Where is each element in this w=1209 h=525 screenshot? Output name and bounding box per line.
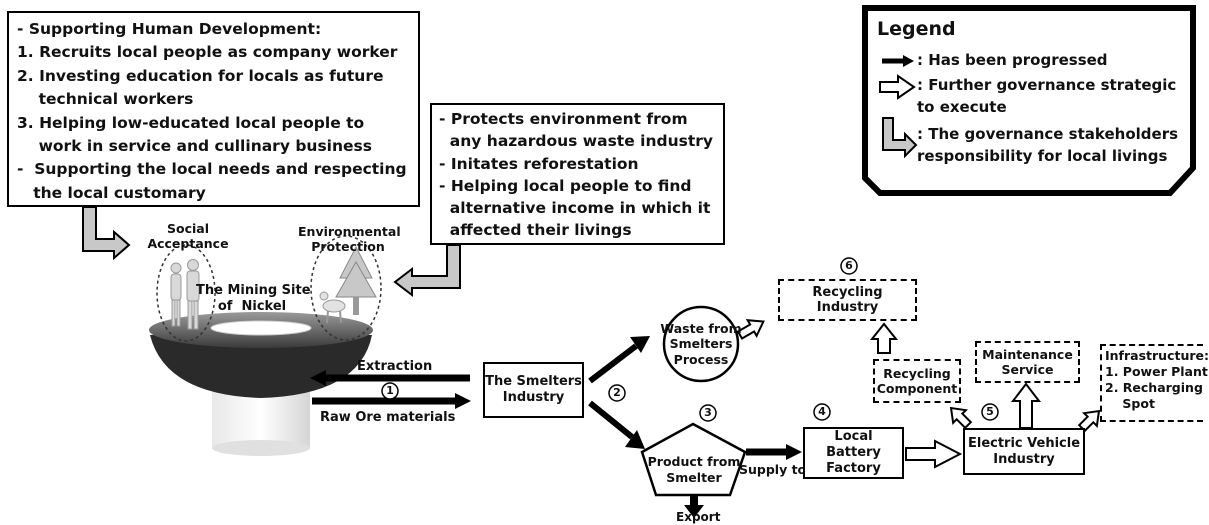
environment-line: - Initates reforestation — [439, 154, 639, 173]
infrastructure-line: 2. Recharging — [1105, 380, 1203, 395]
arrow-product-to-battery — [746, 444, 802, 460]
step-2-number: 2 — [613, 386, 621, 399]
supply-to-label: Supply to — [739, 462, 807, 477]
maintenance-line: Maintenance — [982, 347, 1073, 362]
ev-industry-node: Electric Vehicle Industry — [963, 428, 1085, 475]
battery-line: Factory — [826, 461, 881, 476]
environmental-label-line: Environmental — [298, 224, 401, 239]
battery-line: Local Battery — [826, 429, 881, 460]
waste-circle — [662, 305, 740, 383]
waste-line: Process — [673, 351, 729, 367]
environment-box: - Protects environment from any hazardou… — [430, 103, 725, 245]
arrow-ev-to-maintenance — [1010, 382, 1042, 429]
human-dev-line: the local customary — [17, 183, 206, 202]
bent-arrow-environment — [393, 244, 461, 298]
smelters-industry-node: The Smelters Industry — [483, 362, 584, 418]
arrow-waste-to-recycling — [736, 319, 765, 340]
human-development-box: - Supporting Human Development: 1. Recru… — [7, 11, 420, 207]
arrow-ev-to-recycling-component — [949, 406, 973, 430]
arrow-ev-to-infrastructure — [1077, 409, 1101, 433]
product-line: Product from — [647, 454, 741, 469]
product-pentagon — [640, 422, 747, 497]
export-label: Export — [676, 510, 721, 524]
legend-item-further: : Further governance strategic — [917, 76, 1177, 94]
recycling-component-line: Component — [876, 381, 958, 396]
maintenance-service-node: Maintenance Service — [975, 341, 1080, 383]
mining-site-label: The Mining Site of Nickel — [196, 283, 311, 315]
recycling-component-line: Recycling — [883, 366, 951, 381]
ev-line: Industry — [993, 451, 1055, 467]
human-dev-line: - Supporting the local needs and respect… — [17, 160, 407, 179]
human-dev-line: work in service and cullinary business — [17, 137, 372, 156]
social-label-line: Social — [166, 221, 209, 236]
legend-hollow-arrow-icon — [879, 74, 916, 100]
arrow-smelters-to-product — [588, 400, 645, 449]
human-dev-line: 3. Helping low-educated local people to — [17, 113, 365, 132]
maintenance-line: Service — [1001, 362, 1054, 377]
human-dev-line: 1. Recruits local people as company work… — [17, 43, 398, 62]
step-6-circle — [840, 257, 858, 275]
environment-line: affected their livings — [439, 221, 632, 240]
step-5-circle — [981, 403, 999, 421]
arrow-battery-to-ev — [905, 439, 963, 469]
environmental-label-line: Protection — [311, 239, 385, 254]
mining-site-illustration — [149, 235, 382, 456]
legend-frame — [862, 5, 1196, 196]
mining-site-line: of Nickel — [217, 299, 287, 314]
social-acceptance-label: Social Acceptance — [146, 221, 230, 251]
bent-arrow-social — [82, 206, 131, 261]
waste-line: Waste from — [660, 320, 742, 336]
environmental-protection-label: Environmental Protection — [298, 224, 401, 254]
step-4-circle — [813, 403, 831, 421]
legend-item-progressed: : Has been progressed — [917, 51, 1108, 69]
environment-line: - Helping local people to find — [439, 176, 692, 195]
smelters-line: Industry — [502, 390, 565, 405]
human-dev-line: - Supporting Human Development: — [17, 20, 322, 38]
recycling-industry-node: Recycling Industry — [778, 279, 917, 321]
step-4-number: 4 — [818, 405, 826, 418]
raw-ore-label: Raw Ore materials — [320, 410, 456, 425]
arrow-component-to-recycling-industry — [869, 322, 899, 354]
waste-line: Smelters — [669, 336, 733, 352]
raw-ore-arrow — [312, 393, 471, 409]
human-dev-line: 2. Investing education for locals as fut… — [17, 66, 384, 85]
infrastructure-node: Infrastructure: 1. Power Plant 2. Rechar… — [1100, 344, 1209, 422]
product-line: Smelter — [666, 470, 722, 485]
legend-item-further-cont: to execute — [917, 98, 1007, 116]
environment-line: - Protects environment from — [439, 110, 688, 128]
step-1-circle — [381, 382, 399, 400]
human-dev-line: technical workers — [17, 90, 194, 109]
social-label-line: Acceptance — [147, 236, 229, 251]
legend-item-stakeholders-cont: responsibility for local livings — [917, 147, 1168, 165]
step-6-number: 6 — [845, 259, 853, 272]
infrastructure-line: Spot — [1105, 396, 1155, 411]
environment-line: alternative income in which it — [439, 199, 711, 218]
smelters-line: The Smelters — [485, 374, 582, 389]
environment-line: any hazardous waste industry — [439, 132, 713, 151]
legend-title: Legend — [877, 18, 956, 40]
extraction-label: Extraction — [357, 359, 433, 374]
step-3-circle — [699, 404, 717, 422]
legend-bent-arrow-icon — [882, 117, 918, 159]
arrow-smelters-to-waste — [588, 336, 650, 384]
recycling-industry-label: Recycling Industry — [812, 285, 883, 315]
step-5-number: 5 — [986, 405, 994, 418]
extraction-arrow — [310, 370, 470, 386]
ev-line: Electric Vehicle — [967, 435, 1081, 451]
legend-item-stakeholders: : The governance stakeholders — [917, 125, 1179, 143]
step-2-circle — [608, 384, 626, 402]
step-3-number: 3 — [704, 406, 712, 419]
battery-factory-node: Local Battery Factory — [803, 427, 904, 479]
legend-solid-arrow-icon — [882, 55, 914, 67]
infrastructure-line: Infrastructure: — [1105, 348, 1209, 363]
recycling-component-node: Recycling Component — [873, 359, 961, 403]
waste-node-text: Waste from Smelters Process — [660, 318, 741, 370]
arrow-product-to-export — [684, 496, 704, 518]
infrastructure-line: 1. Power Plant — [1105, 364, 1208, 379]
mining-site-line: The Mining Site — [196, 283, 311, 298]
product-node-text: Product from Smelter — [646, 452, 742, 488]
step-1-number: 1 — [386, 384, 394, 397]
